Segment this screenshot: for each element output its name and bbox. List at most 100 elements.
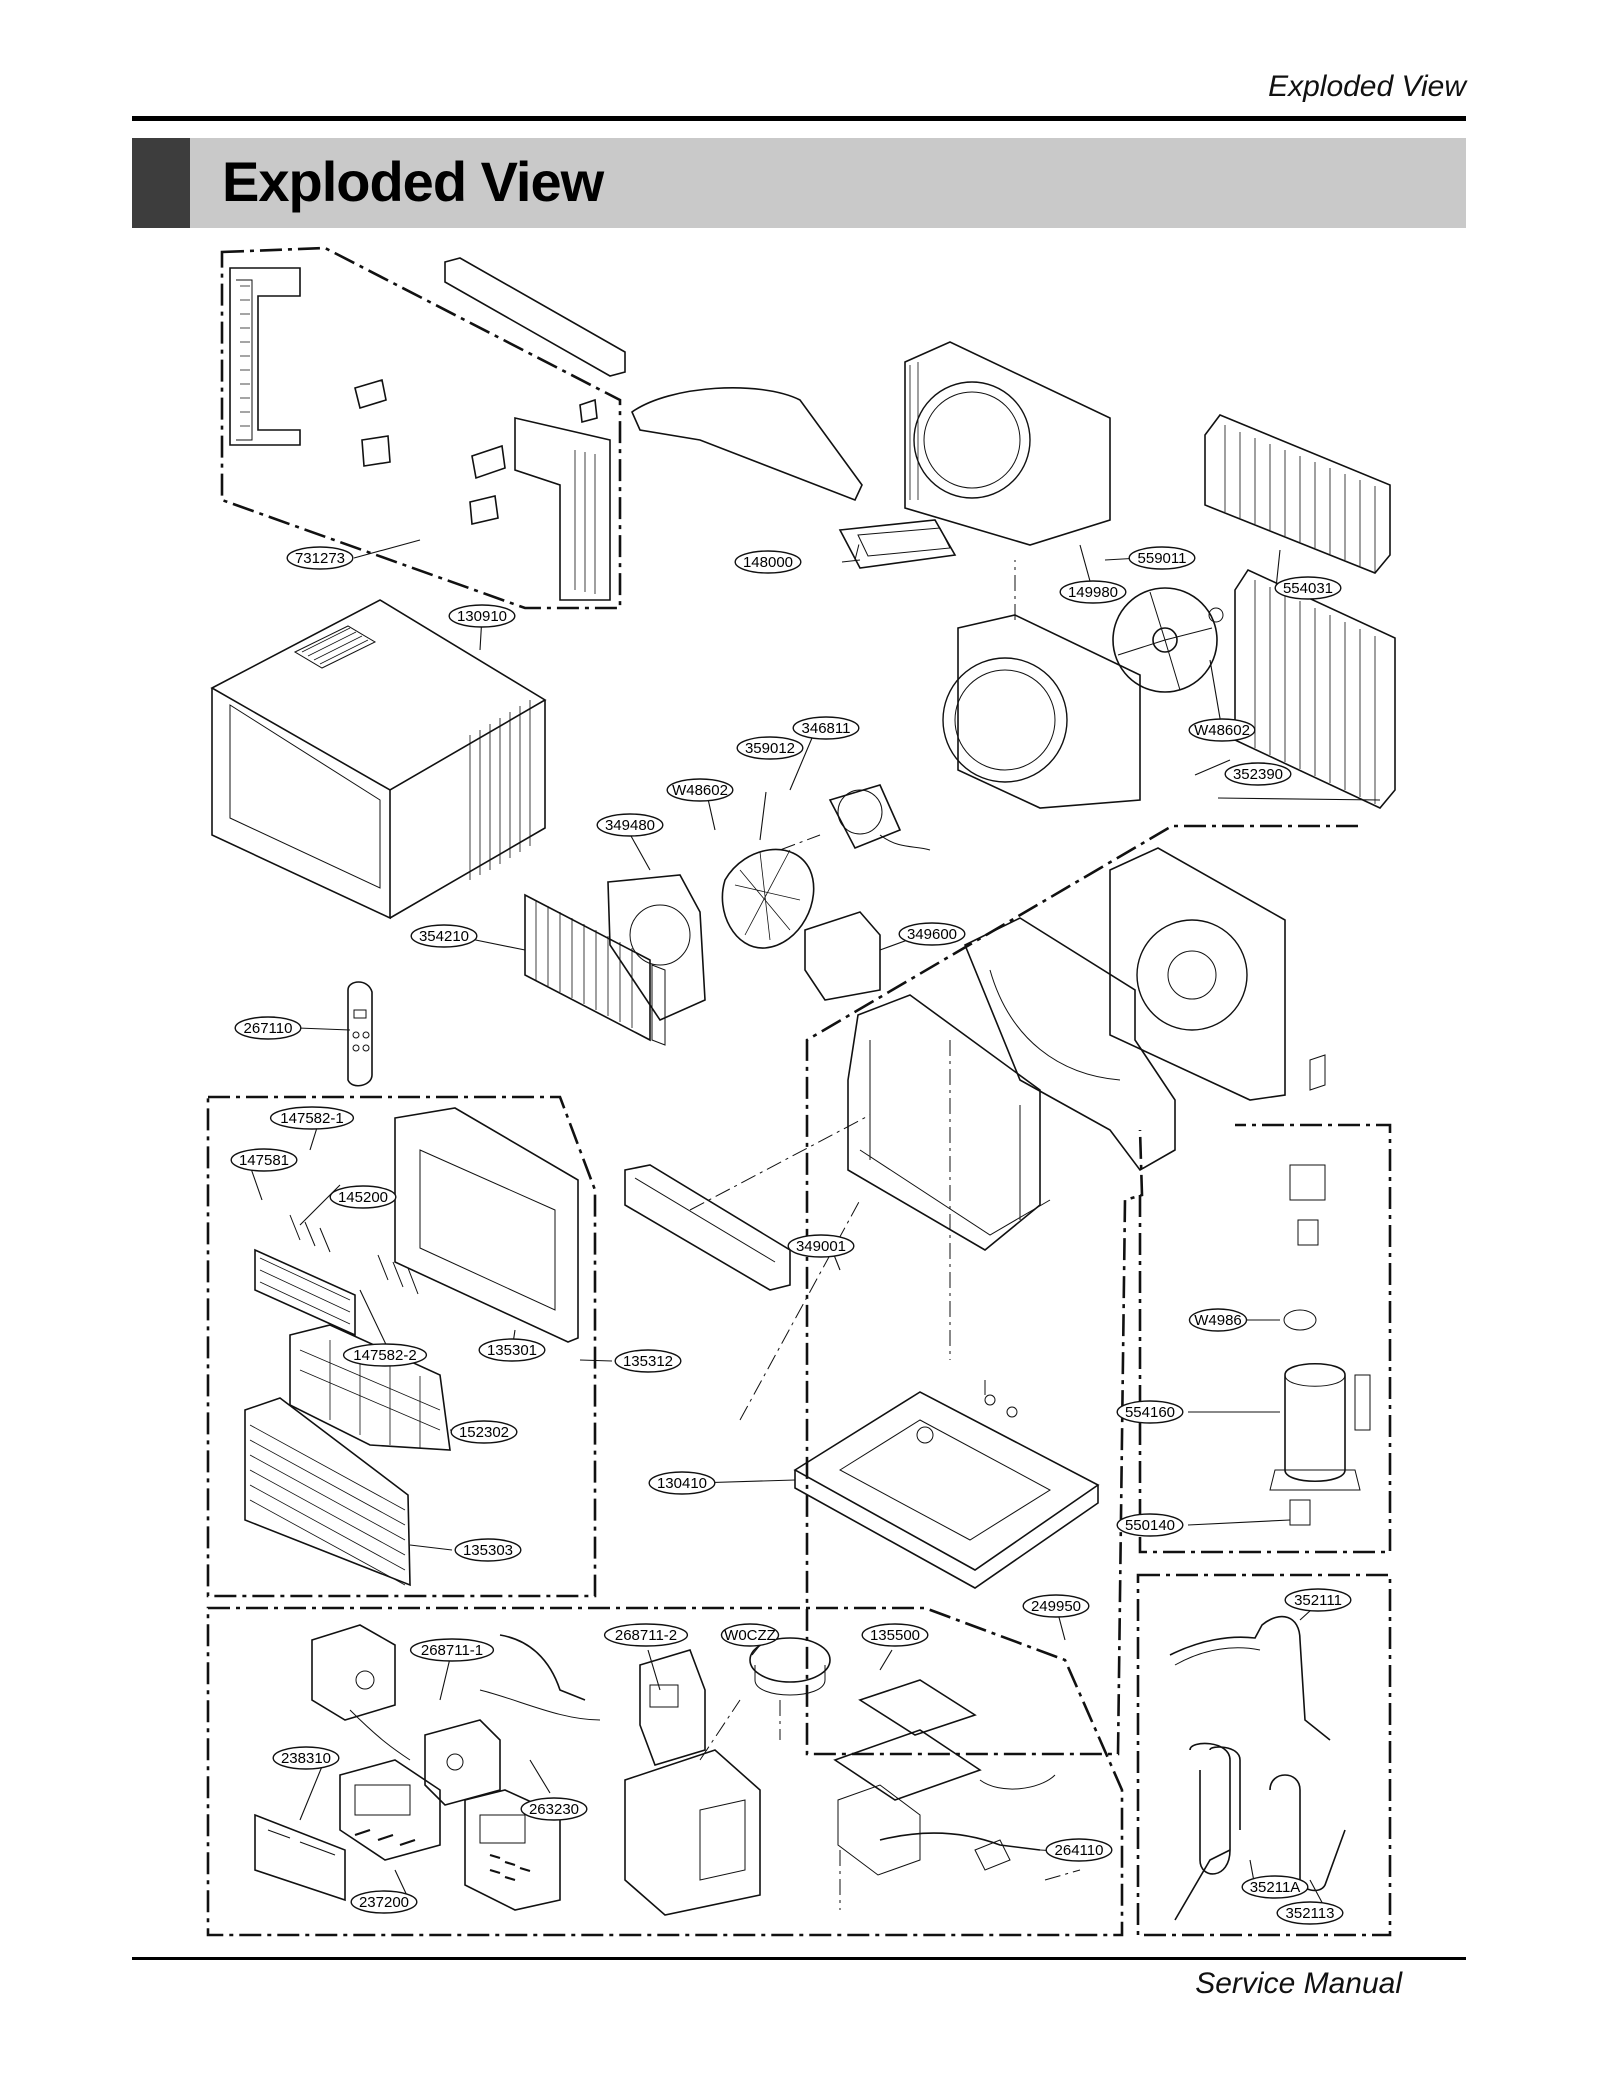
part-callout: 352113 xyxy=(1276,1901,1344,1925)
part-number: 147582-2 xyxy=(353,1347,416,1364)
part-callout-oval xyxy=(329,1185,397,1209)
part-number: 145200 xyxy=(338,1189,388,1206)
barrier-panel xyxy=(1109,847,1326,1101)
group-boundary-piping xyxy=(1136,1573,1392,1937)
leader-lines xyxy=(247,539,1381,1909)
part-callout-oval xyxy=(230,1148,298,1172)
part-callout-oval xyxy=(450,1420,518,1444)
compressor xyxy=(1269,1164,1371,1526)
condenser-coil-upper xyxy=(1204,414,1391,574)
air-guide-and-brackets xyxy=(631,387,957,569)
part-callout: 152302 xyxy=(450,1420,518,1444)
part-number: 35211A xyxy=(1250,1879,1301,1896)
part-callout-oval xyxy=(286,546,354,570)
part-callout-oval xyxy=(1188,1308,1248,1332)
part-callout-oval xyxy=(898,922,966,946)
part-callout-oval xyxy=(342,1343,428,1367)
window-kit-parts xyxy=(229,257,626,601)
part-callout: 550140 xyxy=(1116,1513,1184,1537)
part-callout-oval xyxy=(861,1623,929,1647)
part-callout: 145200 xyxy=(329,1185,397,1209)
part-number: W4986 xyxy=(1194,1312,1242,1329)
part-number: 130910 xyxy=(457,608,507,625)
part-callout-oval xyxy=(409,1638,495,1662)
part-callout: W48602 xyxy=(666,778,734,802)
part-number: 263230 xyxy=(529,1801,579,1818)
part-callout-oval xyxy=(520,1797,588,1821)
part-number: 135312 xyxy=(623,1353,673,1370)
part-callout: 148000 xyxy=(734,550,802,574)
part-number: 147582-1 xyxy=(280,1110,343,1127)
part-callout-oval xyxy=(648,1471,716,1495)
part-number: 135500 xyxy=(870,1627,920,1644)
running-header: Exploded View xyxy=(1268,70,1466,103)
part-callout-oval xyxy=(614,1349,682,1373)
electrical-parts xyxy=(254,1624,1056,1916)
part-callout-oval xyxy=(1274,576,1342,600)
part-number: 352390 xyxy=(1233,766,1283,783)
page-title: Exploded View xyxy=(222,150,604,213)
part-callout-oval xyxy=(666,778,734,802)
part-number: 238310 xyxy=(281,1750,331,1767)
group-boundary-compressor xyxy=(1138,1123,1392,1554)
part-callout-oval xyxy=(234,1016,302,1040)
part-callout-oval xyxy=(736,736,804,760)
part-callout-oval xyxy=(1241,1875,1309,1899)
part-callout-oval xyxy=(1284,1588,1352,1612)
part-callout: 135500 xyxy=(861,1623,929,1647)
part-number: 268711-2 xyxy=(615,1627,677,1644)
part-callout-oval xyxy=(478,1338,546,1362)
part-callout: 268711-2 xyxy=(603,1623,689,1647)
top-rule xyxy=(132,116,1466,121)
part-callout-oval xyxy=(410,924,478,948)
part-callout-oval xyxy=(272,1746,340,1770)
part-number: W48602 xyxy=(672,782,728,799)
refrigerant-piping xyxy=(1169,1615,1346,1921)
base-pan xyxy=(793,1391,1100,1589)
part-number: W0CZZ xyxy=(724,1627,776,1644)
bottom-rule xyxy=(132,1957,1466,1960)
blower-assembly xyxy=(607,784,931,1022)
part-callout: 354210 xyxy=(410,924,478,948)
part-number: 352111 xyxy=(1294,1592,1342,1609)
part-callout: 359012 xyxy=(736,736,804,760)
base-frame xyxy=(847,994,1051,1251)
part-number: 554160 xyxy=(1125,1404,1175,1421)
remote-controller xyxy=(347,981,373,1087)
part-callout: 249950 xyxy=(1022,1594,1090,1618)
part-callouts: 731273130910148000149980559011554031W486… xyxy=(230,546,1352,1925)
group-boundary-base-pan xyxy=(805,824,1358,1756)
part-callout: 349600 xyxy=(898,922,966,946)
part-callout: 147582-2 xyxy=(342,1343,428,1367)
part-callout-oval xyxy=(448,604,516,628)
part-callout: W0CZZ xyxy=(720,1623,780,1647)
part-callout-oval xyxy=(603,1623,689,1647)
part-callout: 149980 xyxy=(1059,580,1127,604)
part-number: 352113 xyxy=(1286,1905,1335,1922)
part-callout: 130410 xyxy=(648,1471,716,1495)
orifice-frame xyxy=(963,917,1176,1172)
part-number: 554031 xyxy=(1283,580,1333,597)
divider-duct xyxy=(624,1164,791,1291)
part-callout-oval xyxy=(734,550,802,574)
part-callout: 731273 xyxy=(286,546,354,570)
part-callout: 349001 xyxy=(787,1234,855,1258)
part-callout-oval xyxy=(1188,718,1256,742)
part-callout: 267110 xyxy=(234,1016,302,1040)
part-number: 268711-1 xyxy=(421,1642,483,1659)
part-callout: 349480 xyxy=(596,813,664,837)
part-callout: 268711-1 xyxy=(409,1638,495,1662)
part-callout-oval xyxy=(1224,762,1292,786)
part-callout-oval xyxy=(787,1234,855,1258)
part-number: 130410 xyxy=(657,1475,707,1492)
front-grille-parts xyxy=(244,1107,579,1587)
part-number: W48602 xyxy=(1194,722,1250,739)
part-callout-oval xyxy=(1116,1400,1184,1424)
part-callout: 264110 xyxy=(1045,1838,1113,1862)
part-callout-oval xyxy=(269,1106,355,1130)
part-callout: 263230 xyxy=(520,1797,588,1821)
part-callout: 238310 xyxy=(272,1746,340,1770)
outdoor-fan-propeller xyxy=(1112,587,1224,693)
part-callout-oval xyxy=(1276,1901,1344,1925)
